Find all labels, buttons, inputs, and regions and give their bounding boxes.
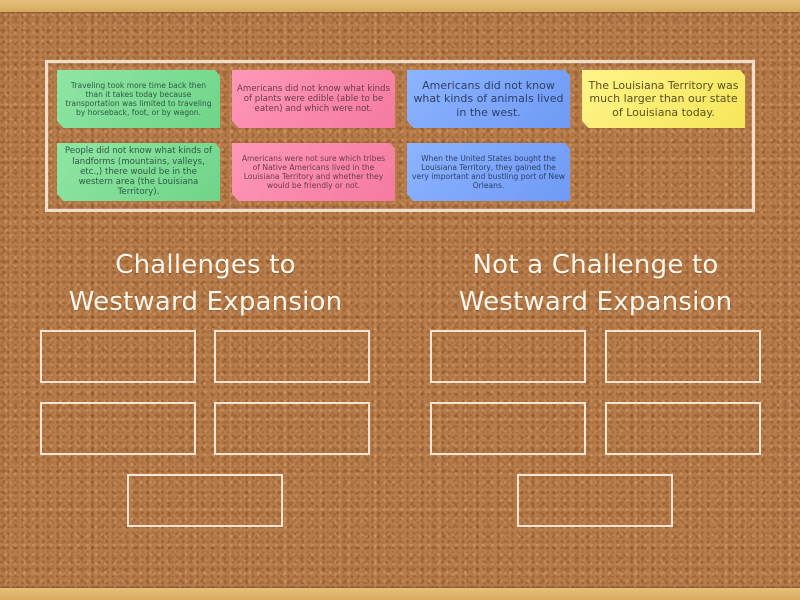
draggable-card[interactable]: The Louisiana Territory was much larger … xyxy=(582,70,745,128)
group-title-line1: Challenges to xyxy=(115,250,296,280)
drop-zone-not-challenge-2[interactable] xyxy=(605,330,761,383)
draggable-card[interactable]: People did not know what kinds of landfo… xyxy=(57,143,220,201)
wood-frame-top xyxy=(0,0,800,12)
card-text: Americans did not know what kinds of pla… xyxy=(237,83,390,115)
group-title-line1: Not a Challenge to xyxy=(472,250,719,280)
drop-zone-challenges-3[interactable] xyxy=(40,402,196,455)
drop-zone-challenges-2[interactable] xyxy=(214,330,370,383)
card-text: Traveling took more time back then than … xyxy=(65,80,212,118)
card-text: Americans did not know what kinds of ani… xyxy=(413,79,564,119)
drop-zone-challenges-1[interactable] xyxy=(40,330,196,383)
card-text: People did not know what kinds of landfo… xyxy=(64,146,213,198)
draggable-card[interactable]: When the United States bought the Louisi… xyxy=(407,143,570,201)
draggable-card[interactable]: Americans did not know what kinds of ani… xyxy=(407,70,570,128)
group-title-line2: Westward Expansion xyxy=(68,287,343,317)
drop-zone-not-challenge-5[interactable] xyxy=(517,474,673,527)
drop-zone-not-challenge-3[interactable] xyxy=(430,402,586,455)
drop-zone-not-challenge-1[interactable] xyxy=(430,330,586,383)
draggable-card[interactable]: Americans were not sure which tribes of … xyxy=(232,143,395,201)
card-tray xyxy=(45,60,755,212)
group-heading-challenges: Challenges to Westward Expansion xyxy=(40,247,371,321)
drop-zone-challenges-5[interactable] xyxy=(127,474,283,527)
draggable-card[interactable]: Traveling took more time back then than … xyxy=(57,70,220,128)
group-title-line2: Westward Expansion xyxy=(458,287,733,317)
draggable-card[interactable]: Americans did not know what kinds of pla… xyxy=(232,70,395,128)
card-text: Americans were not sure which tribes of … xyxy=(241,153,386,191)
group-heading-not-challenge: Not a Challenge to Westward Expansion xyxy=(430,247,761,321)
card-text: When the United States bought the Louisi… xyxy=(412,153,565,191)
drop-zone-challenges-4[interactable] xyxy=(214,402,370,455)
wood-frame-bottom xyxy=(0,588,800,600)
card-text: The Louisiana Territory was much larger … xyxy=(588,79,739,119)
drop-zone-not-challenge-4[interactable] xyxy=(605,402,761,455)
